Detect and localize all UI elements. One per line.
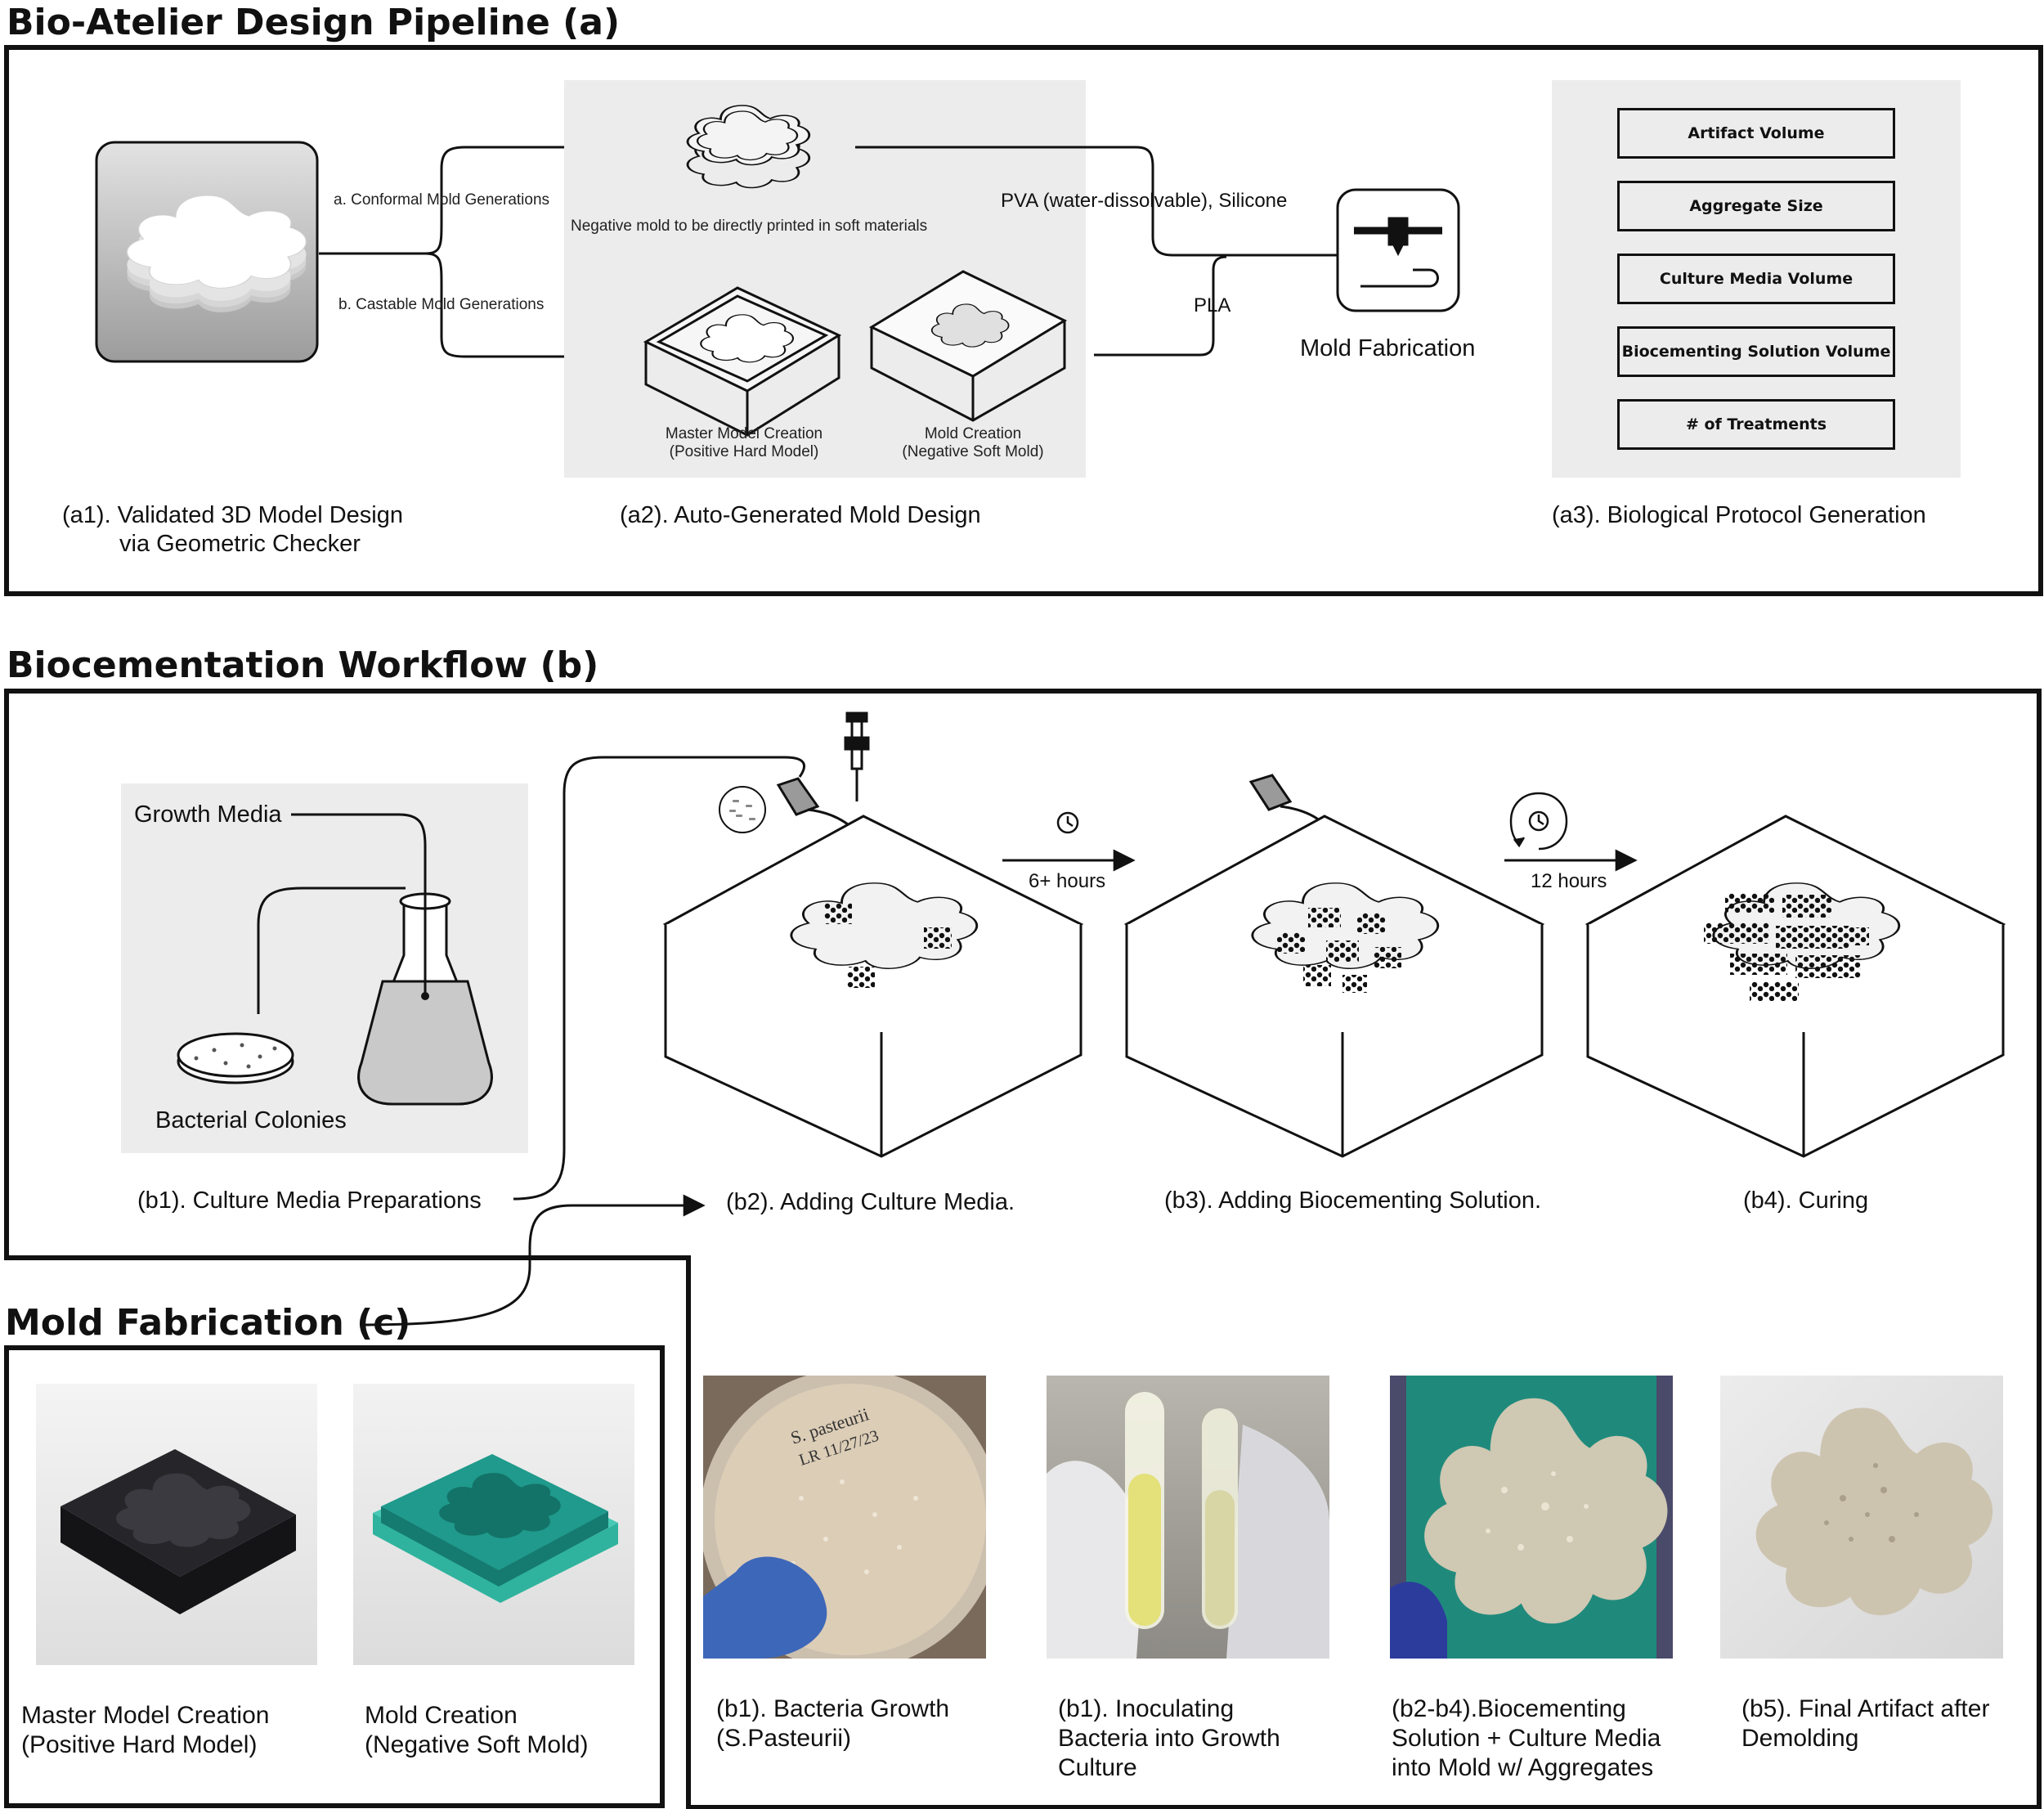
time-12-hours: 12 hours bbox=[1531, 870, 1607, 892]
mold-block-b2 bbox=[662, 815, 1084, 1158]
protocol-item-aggregate-size: Aggregate Size bbox=[1617, 181, 1895, 231]
section-c-title: Mold Fabrication (c) bbox=[5, 1302, 411, 1344]
inoculating-photo bbox=[1047, 1376, 1329, 1659]
master-model-drawing bbox=[643, 286, 842, 437]
negative-mold-caption: Negative mold to be directly printed in … bbox=[571, 218, 928, 235]
photo-mold-creation-caption: Mold Creation(Negative Soft Mold) bbox=[365, 1702, 589, 1758]
section-c-frame bbox=[4, 1345, 665, 1808]
pla-material-label: PLA bbox=[1194, 294, 1231, 316]
time-6-hours: 6+ hours bbox=[1029, 870, 1106, 892]
flask-drawing bbox=[357, 892, 493, 1106]
protocol-item-treatments: # of Treatments bbox=[1617, 399, 1895, 450]
bacterial-colonies-label: Bacterial Colonies bbox=[155, 1107, 347, 1133]
soft-material-label: PVA (water-dissolvable), Silicone bbox=[1001, 190, 1288, 212]
section-a-title: Bio-Atelier Design Pipeline (a) bbox=[7, 2, 621, 43]
mold-fabrication-label: Mold Fabrication bbox=[1300, 335, 1476, 361]
castable-branch-label: b. Castable Mold Generations bbox=[338, 296, 545, 313]
master-model-label: Master Model Creation (Positive Hard Mod… bbox=[665, 425, 823, 460]
protocol-item-artifact-volume: Artifact Volume bbox=[1617, 108, 1895, 159]
protocol-item-culture-media-volume: Culture Media Volume bbox=[1617, 254, 1895, 304]
validated-3d-model-tile bbox=[95, 141, 319, 363]
final-artifact-photo bbox=[1720, 1376, 2003, 1659]
a3-caption: (a3). Biological Protocol Generation bbox=[1552, 502, 1926, 528]
auto-mold-panel bbox=[564, 80, 1086, 478]
growth-media-label: Growth Media bbox=[134, 801, 282, 828]
conformal-branch-label: a. Conformal Mold Generations bbox=[334, 191, 550, 209]
clock-icon-1 bbox=[1056, 811, 1079, 834]
mold-block-b4 bbox=[1585, 815, 2006, 1158]
b4-caption: (b4). Curing bbox=[1743, 1187, 1869, 1214]
b2-caption: (b2). Adding Culture Media. bbox=[726, 1189, 1015, 1215]
b1-caption: (b1). Culture Media Preparations bbox=[137, 1187, 482, 1214]
photo-bacteria-growth-caption: (b1). Bacteria Growth(S.Pasteurii) bbox=[716, 1695, 950, 1752]
mold-block-b3 bbox=[1123, 815, 1545, 1158]
pipette-icon bbox=[844, 711, 870, 801]
mold-creation-drawing bbox=[868, 270, 1068, 422]
bacteria-growth-photo: S. pasteurii LR 11/27/23 bbox=[703, 1376, 986, 1659]
clock-icon-2 bbox=[1509, 792, 1568, 851]
protocol-item-biocementing-volume: Biocementing Solution Volume bbox=[1617, 326, 1895, 377]
printer-icon bbox=[1336, 188, 1460, 312]
section-a-frame bbox=[4, 45, 2043, 596]
b3-caption: (b3). Adding Biocementing Solution. bbox=[1164, 1187, 1542, 1214]
master-model-photo bbox=[36, 1384, 317, 1665]
petri-dish-drawing bbox=[177, 1032, 294, 1084]
biocementing-photo bbox=[1390, 1376, 1673, 1659]
negative-mold-photo bbox=[353, 1384, 634, 1665]
section-b-title: Biocementation Workflow (b) bbox=[7, 644, 599, 686]
photo-master-model-caption: Master Model Creation(Positive Hard Mode… bbox=[21, 1702, 270, 1758]
a1-caption: (a1). Validated 3D Model Design via Geom… bbox=[62, 502, 403, 557]
mold-creation-label: Mold Creation (Negative Soft Mold) bbox=[902, 425, 1044, 460]
a2-caption: (a2). Auto-Generated Mold Design bbox=[620, 502, 981, 528]
bacteria-bubble-icon bbox=[719, 786, 766, 833]
